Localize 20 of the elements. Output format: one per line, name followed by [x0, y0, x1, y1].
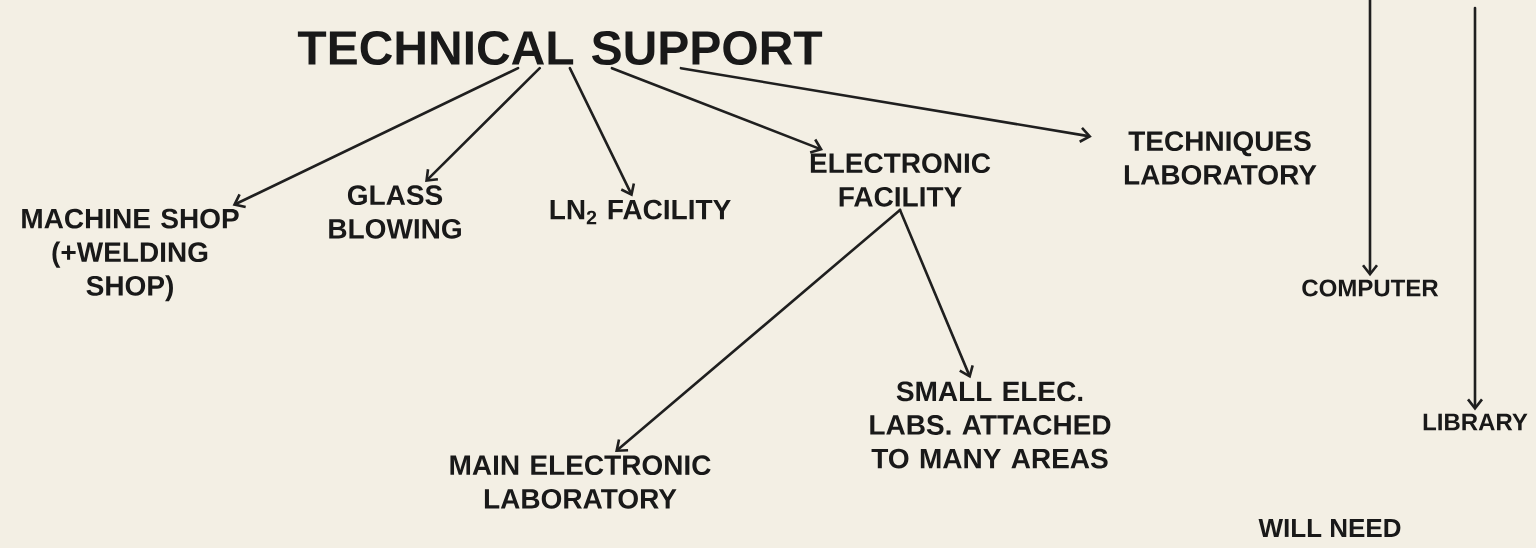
label-text: COMPUTER — [1302, 279, 1439, 297]
arrow — [615, 208, 902, 453]
arrow — [1466, 6, 1484, 411]
arrow — [425, 66, 541, 183]
arrow — [568, 66, 636, 197]
label-text: TECHNIQUES LABORATORY — [1124, 131, 1317, 185]
label-text: SMALL ELEC. LABS. ATTACHED TO MANY AREAS — [870, 381, 1111, 469]
heading: TECHNICAL SUPPORT — [297, 31, 823, 65]
note-text: WILL NEED — [1258, 519, 1401, 537]
arrow — [1361, 0, 1379, 277]
label-text: GLASS BLOWING — [329, 185, 461, 239]
label-text: LIBRARY — [1423, 413, 1528, 431]
label-text: LN$_{2}$ FACILITY — [550, 199, 731, 225]
arrow — [232, 66, 520, 209]
label-text: ELECTRONIC FACILITY — [810, 153, 991, 207]
arrow — [679, 66, 1092, 143]
arrow — [898, 208, 974, 379]
label-text: MAIN ELECTRONIC LABORATORY — [450, 455, 711, 509]
label-text: MACHINE SHOP (+WELDING SHOP) — [22, 208, 239, 302]
arrow — [610, 66, 824, 154]
